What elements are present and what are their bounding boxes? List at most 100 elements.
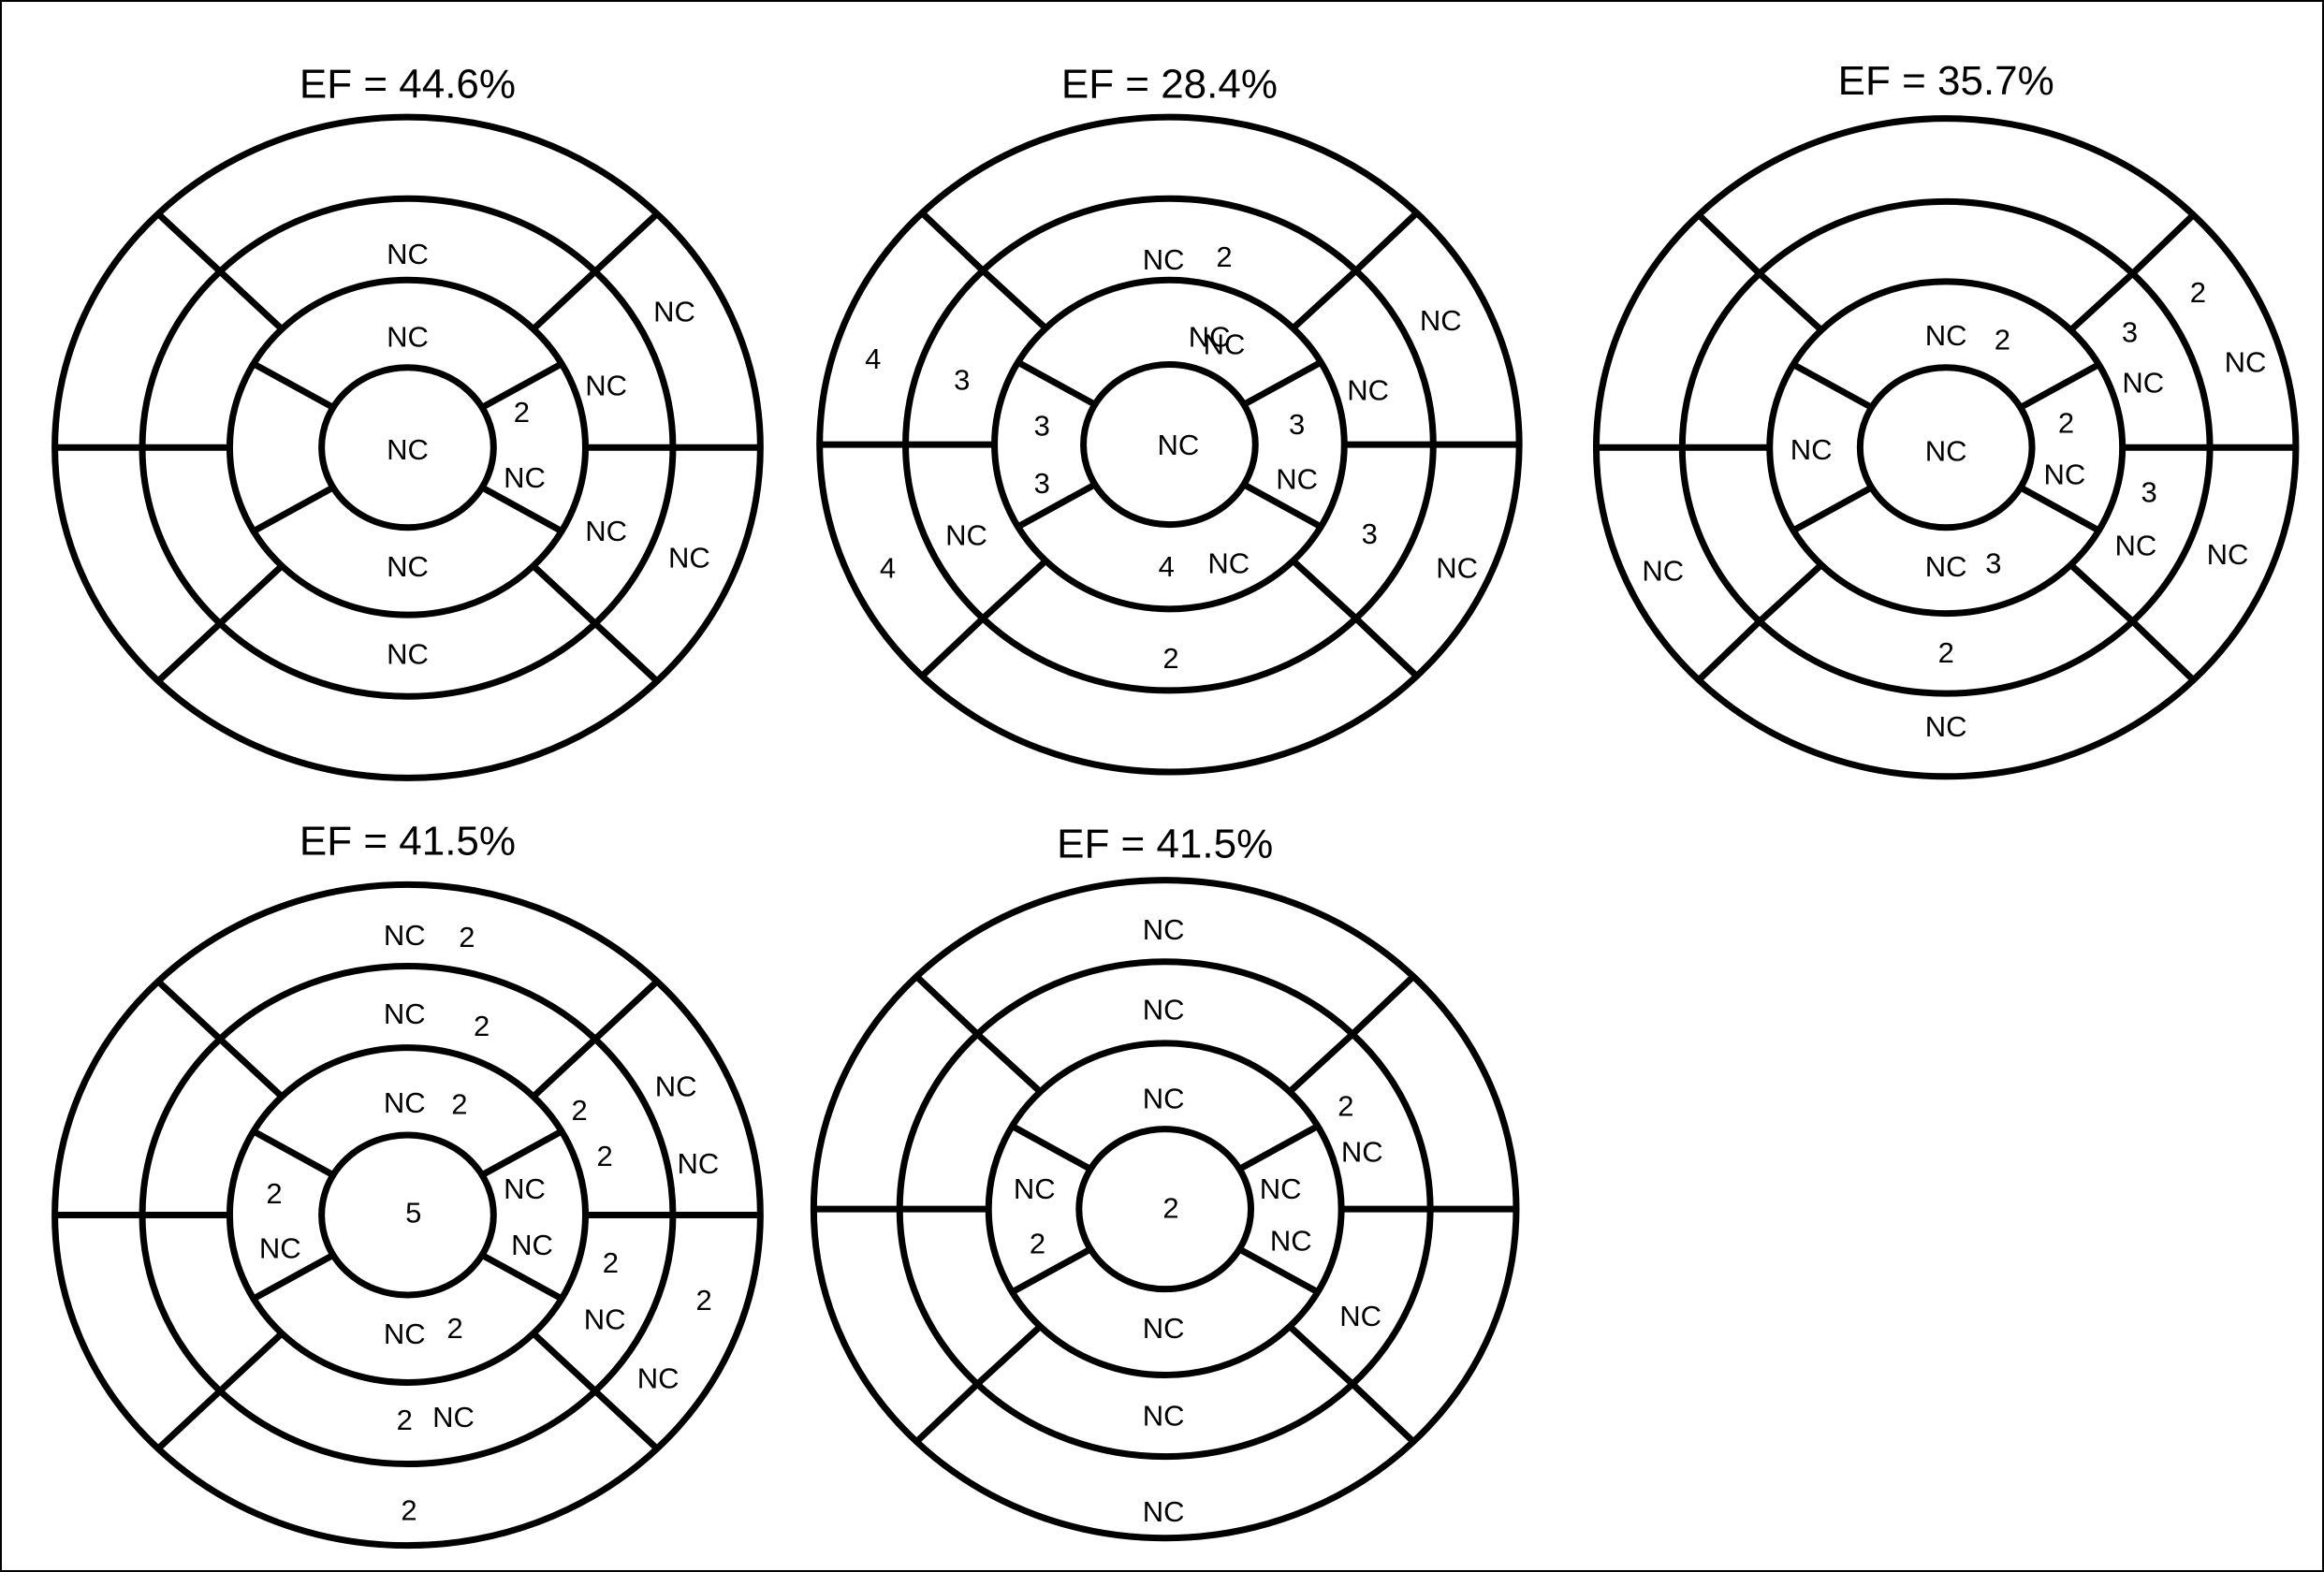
segment-label: 2 [266, 1177, 282, 1210]
apical-divider [1010, 1245, 1092, 1295]
basal-divider [914, 974, 980, 1037]
apical-divider [1016, 359, 1097, 408]
basal-divider [1350, 1381, 1416, 1445]
diagram-title: EF = 41.5% [1057, 822, 1273, 867]
segment-label: NC [1270, 1224, 1312, 1257]
segment-label: 2 [1030, 1228, 1045, 1260]
basal-divider [592, 211, 660, 274]
segment-label: NC [1143, 913, 1185, 946]
segment-label: NC [387, 238, 429, 270]
apex-ring [1080, 361, 1259, 529]
apex-ring [1075, 1126, 1255, 1293]
segment-label: 2 [596, 1140, 612, 1172]
segment-label: NC [1925, 319, 1967, 352]
mid-divider [1757, 270, 1824, 333]
mid-divider [1287, 1324, 1355, 1387]
mid-divider [1757, 562, 1824, 624]
segment-label: NC [1260, 1172, 1302, 1205]
segment-label: NC [1158, 429, 1200, 461]
segment-label: NC [1347, 373, 1389, 406]
basal-divider [155, 211, 223, 274]
segment-label: 2 [2058, 406, 2074, 439]
segment-label: NC [637, 1362, 680, 1395]
segment-label: NC [1925, 710, 1967, 743]
segment-label: NC [384, 1317, 426, 1350]
mid-divider [531, 269, 598, 332]
segment-label: 2 [514, 396, 530, 429]
mid-divider [531, 563, 598, 626]
basal-divider [592, 620, 660, 684]
segment-label: 2 [401, 1494, 417, 1527]
apex-ring [318, 364, 497, 531]
segment-label: 3 [1289, 408, 1305, 441]
apex-ring [318, 1131, 497, 1299]
mid-divider [531, 1036, 598, 1099]
segment-label: NC [1143, 993, 1185, 1026]
segment-label: NC [511, 1229, 553, 1261]
segment-label: NC [384, 1086, 426, 1119]
basal-divider [1696, 212, 1762, 276]
mid-divider [1291, 558, 1359, 621]
segment-label: 3 [1985, 547, 2001, 580]
mid-divider [974, 1324, 1043, 1387]
segment-label: 2 [2190, 276, 2206, 309]
mid-divider [217, 269, 285, 332]
segment-label: 5 [405, 1196, 421, 1229]
mid-divider [1291, 268, 1359, 331]
segment-label: NC [432, 1401, 475, 1434]
basal-divider [592, 1389, 660, 1451]
apical-divider [1242, 359, 1323, 408]
segment-label: NC [1204, 328, 1246, 360]
segment-label: 2 [1337, 1089, 1353, 1122]
apical-divider [1791, 484, 1874, 533]
mid-divider [980, 558, 1048, 621]
segment-label: NC [945, 519, 987, 552]
mid-divider [217, 563, 285, 626]
segment-label: NC [1420, 304, 1462, 337]
segment-label: NC [677, 1147, 719, 1180]
diagram-title: EF = 41.5% [300, 818, 516, 864]
segment-label: 2 [459, 921, 475, 953]
basal-divider [2130, 619, 2196, 683]
segment-label: NC [387, 433, 429, 466]
basal-divider [155, 979, 223, 1041]
segment-label: NC [1642, 555, 1684, 588]
segment-label: NC [2207, 538, 2249, 571]
basal-divider [155, 620, 223, 684]
diagram-title: EF = 28.4% [1061, 61, 1278, 107]
apical-divider [480, 360, 563, 411]
apical-divider [1010, 1123, 1092, 1172]
segment-label: 4 [880, 551, 896, 584]
mid-divider [217, 1331, 285, 1394]
segment-label: NC [2043, 458, 2085, 491]
diagram-title: EF = 44.6% [300, 61, 516, 107]
apical-divider [2019, 484, 2101, 533]
segment-label: NC [387, 637, 429, 670]
basal-divider [919, 211, 986, 273]
apical-divider [480, 1128, 563, 1178]
segment-label: NC [585, 370, 627, 402]
apical-divider [252, 1252, 335, 1303]
segment-label: NC [1189, 320, 1231, 353]
segment-label: NC [1143, 243, 1185, 276]
segment-label: 4 [865, 342, 881, 375]
segment-label: NC [655, 1070, 697, 1103]
apical-divider [1237, 1123, 1320, 1172]
segment-label: NC [1014, 1172, 1056, 1205]
segment-label: 3 [1034, 409, 1050, 442]
segment-label: NC [653, 296, 695, 328]
diagram-title: EF = 35.7% [1838, 58, 2054, 104]
segment-label: NC [384, 997, 426, 1030]
segment-label: 3 [1362, 517, 1378, 550]
segment-label: 2 [603, 1246, 619, 1279]
segment-label: NC [1207, 547, 1250, 580]
apical-divider [480, 1252, 563, 1303]
apical-divider [2019, 361, 2101, 411]
segment-label: NC [1143, 1082, 1185, 1114]
mid-divider [980, 268, 1048, 331]
mid-divider [2068, 270, 2135, 333]
basal-divider [1353, 211, 1420, 273]
